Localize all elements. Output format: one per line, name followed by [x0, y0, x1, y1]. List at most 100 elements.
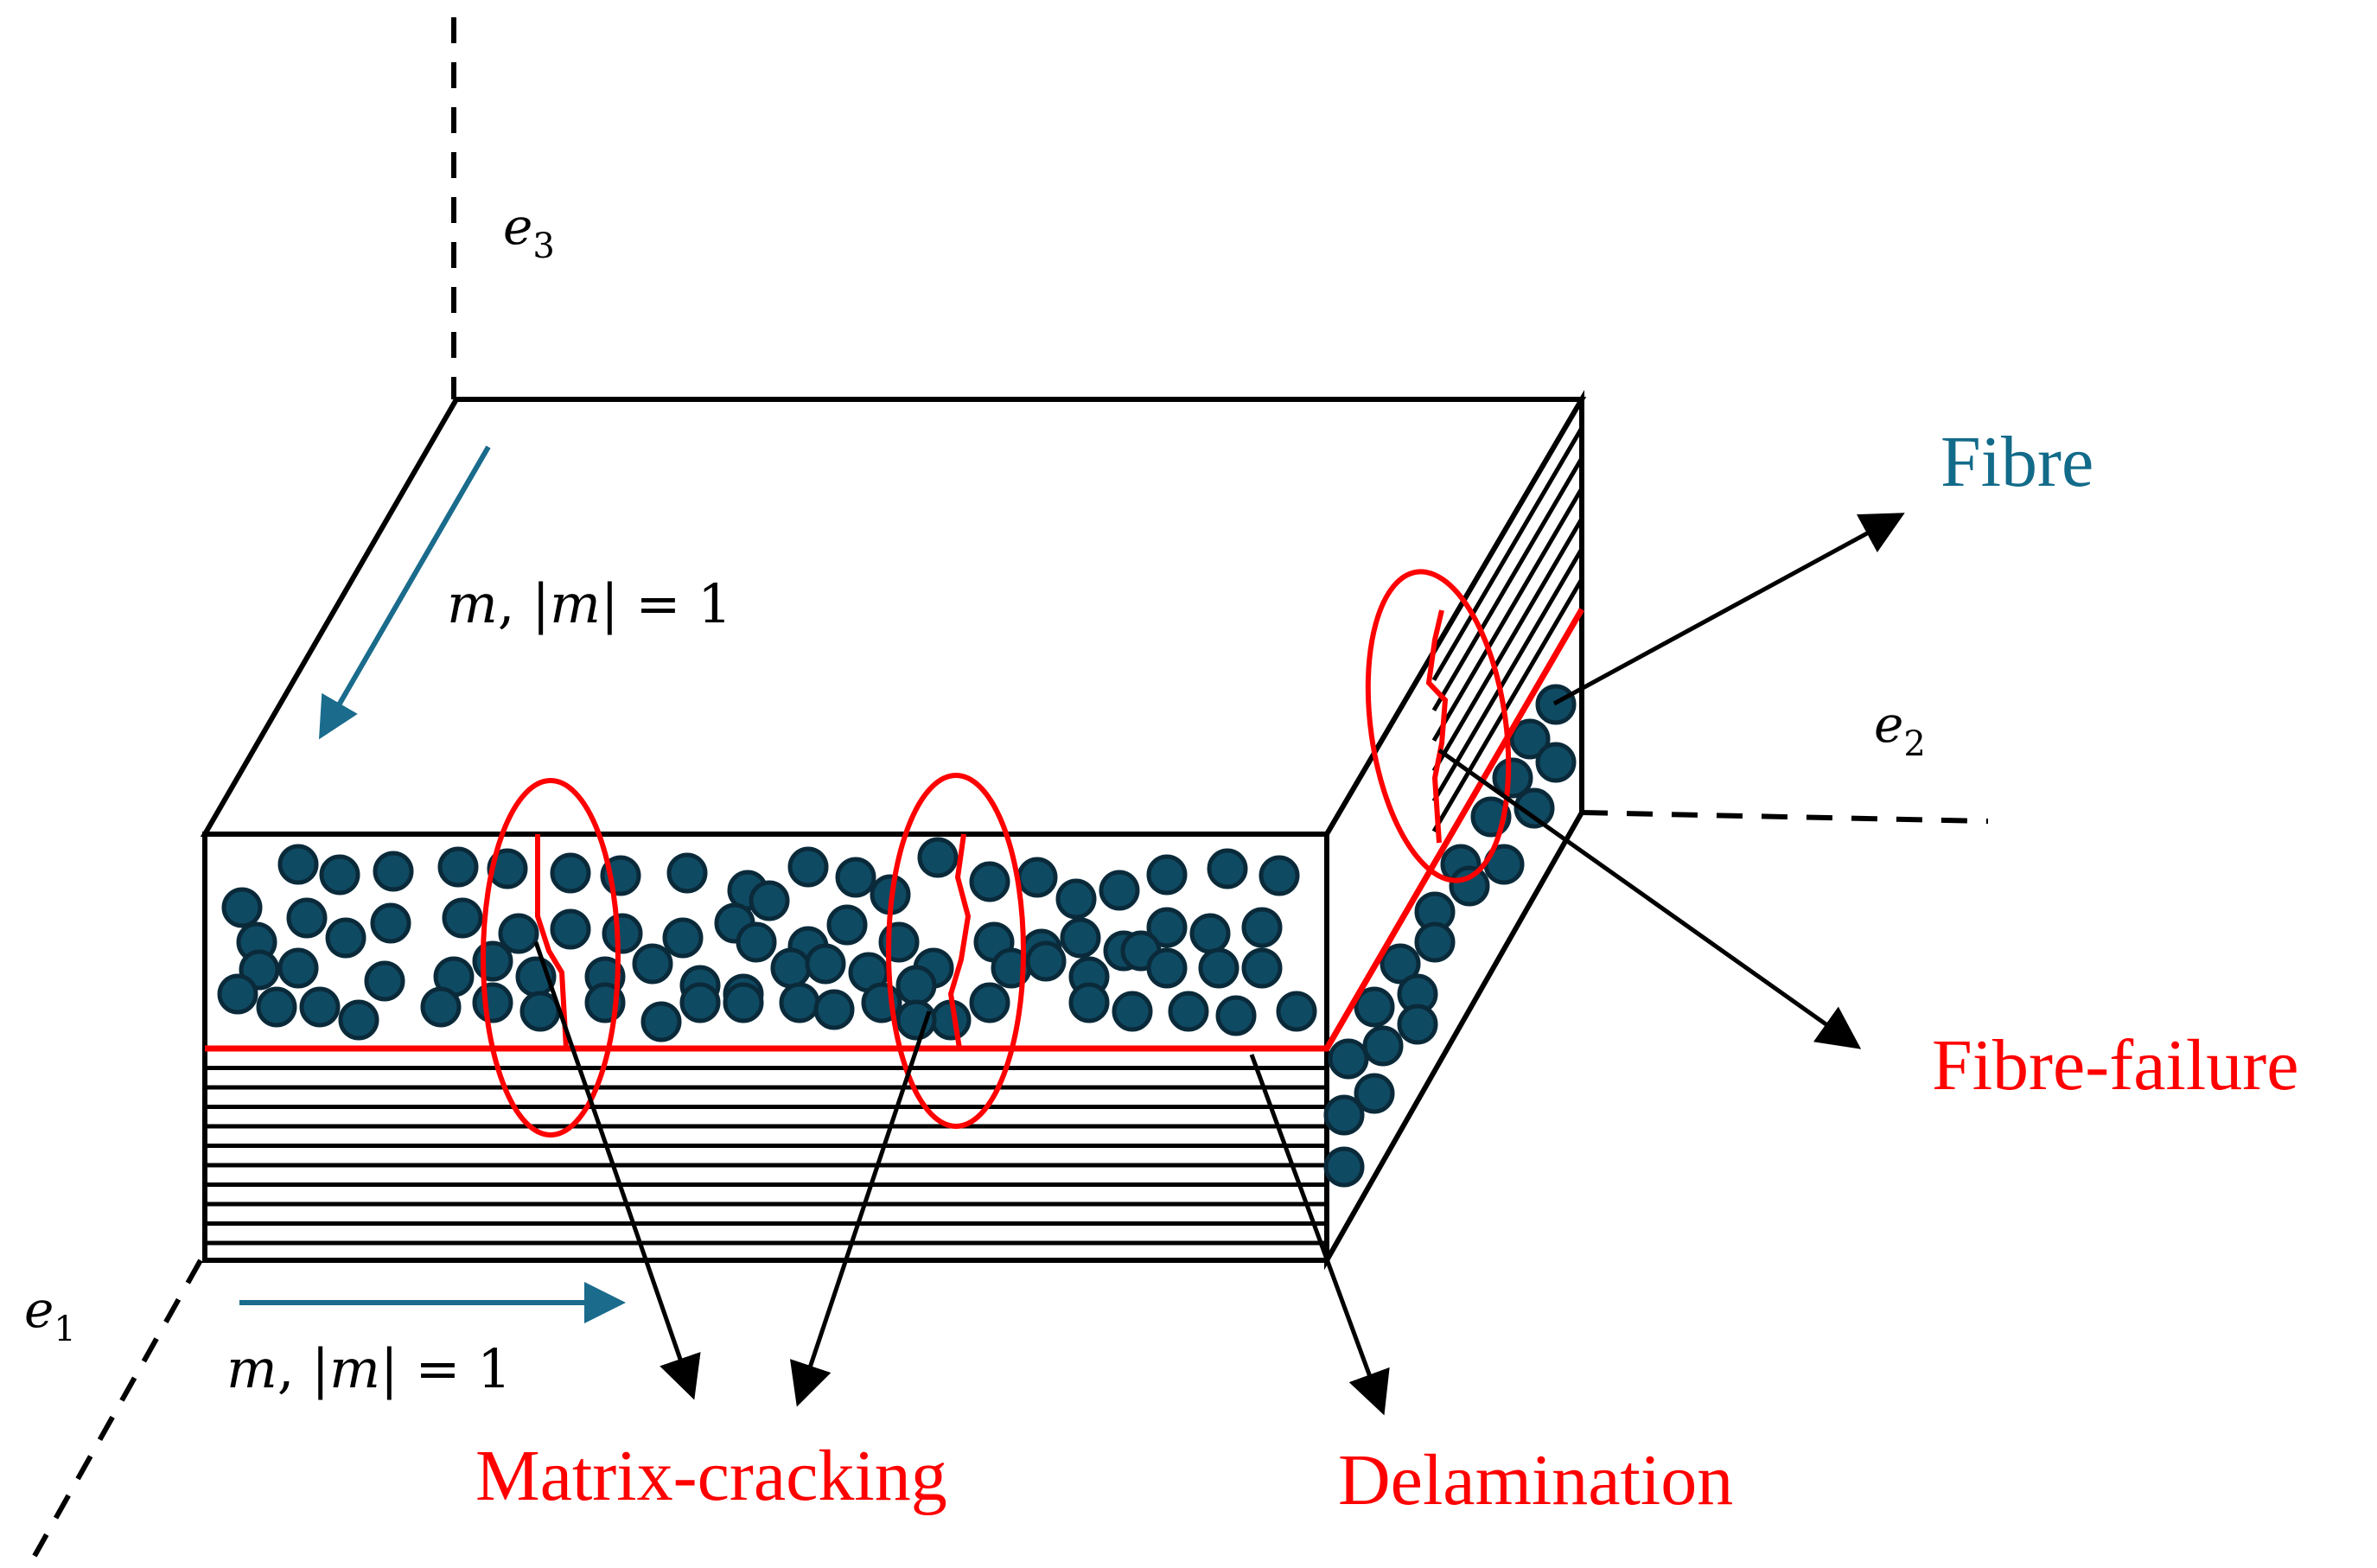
- matrix-crack-1-ellipse: [481, 778, 621, 1138]
- fibre-circle-front: [662, 917, 704, 959]
- e3-label: e3: [503, 197, 555, 266]
- fibre-circle-side: [1449, 865, 1490, 907]
- fibre-circle-front: [1016, 857, 1058, 898]
- fibre-circle-front: [787, 846, 829, 888]
- fibre-circle-front: [1025, 940, 1067, 982]
- matrix-cracking-label: Matrix-cracking: [475, 1436, 947, 1516]
- fibre-arrow: [1552, 513, 1905, 706]
- fibre-circle-front: [826, 904, 868, 946]
- fibre-circle-front: [813, 989, 855, 1030]
- fibre-circle-side: [1328, 1038, 1369, 1080]
- fibre-circle-side: [1509, 718, 1551, 760]
- fibre-circle-front: [1276, 991, 1317, 1032]
- fibre-circle-front: [420, 986, 462, 1028]
- side-ply-lines: [1431, 426, 1584, 833]
- fibre-circle-front: [498, 913, 539, 954]
- fibre-circle-front: [1099, 870, 1140, 911]
- fibre-circle-front: [277, 947, 319, 989]
- fibre-circle-front: [550, 852, 591, 894]
- fibre-circle-front: [969, 982, 1010, 1023]
- fibre-circle-front: [749, 880, 790, 921]
- fibre-circle-side: [1354, 986, 1395, 1028]
- fibre-circle-front: [1259, 855, 1300, 896]
- fibre-circle-front: [364, 960, 405, 1002]
- fibre-circle-front: [1198, 947, 1239, 989]
- fibre-circle-front: [1146, 947, 1188, 989]
- fibre-circle-front: [370, 902, 411, 944]
- fibre-circle-front: [550, 908, 591, 950]
- fibre-failure-path: [1425, 609, 1449, 844]
- e1-axis-line: [32, 1259, 203, 1558]
- side-ply-line: [1431, 517, 1584, 773]
- fibre-circle-side: [1514, 787, 1555, 829]
- fibre-circle-side: [1362, 1025, 1404, 1067]
- fibre-failure-label: Fibre-failure: [1932, 1025, 2298, 1106]
- fibre-circle-front: [487, 848, 528, 889]
- fibre-circle-front: [472, 940, 513, 982]
- fibre-label: Fibre: [1940, 422, 2093, 502]
- fibre-circle-front: [338, 999, 379, 1041]
- fibre-circle-side: [1323, 1146, 1365, 1188]
- fibre-circle-front: [969, 861, 1010, 902]
- fibre-circle-front: [1241, 907, 1283, 948]
- side-ply-line: [1431, 426, 1584, 682]
- e2-axis-line: [1581, 810, 1989, 824]
- front-direction-label: m, |m| = 1: [226, 1337, 512, 1400]
- fibre-circle-side: [1380, 943, 1421, 985]
- fibre-circle-front: [805, 943, 846, 985]
- fibre-circle-front: [1146, 854, 1188, 896]
- fibre-circle-front: [640, 1001, 682, 1042]
- fibre-circle-front: [770, 947, 812, 989]
- front-ply-lines: [205, 1066, 1327, 1246]
- fibre-circle-front: [221, 887, 263, 928]
- fibre-circle-front: [217, 973, 258, 1015]
- fibre-circle-front: [1060, 917, 1101, 959]
- fibre-failure-arrow: [1437, 748, 1862, 1049]
- top-direction-label: m, |m| = 1: [447, 572, 732, 635]
- fibre-circle-front: [1241, 947, 1283, 989]
- fibre-circle-front: [442, 897, 483, 939]
- side-ply-line: [1431, 456, 1584, 712]
- fibre-circle-front: [917, 837, 959, 878]
- fibre-circle-front: [1112, 991, 1153, 1032]
- matrix-crack-2-path: [947, 833, 972, 1049]
- fibre-circle-front: [895, 999, 937, 1041]
- fibre-circle-front: [666, 852, 708, 894]
- fibre-circle-front: [1055, 878, 1097, 920]
- fibre-failure-ellipse: [1365, 569, 1512, 883]
- fibre-circle-side: [1492, 757, 1533, 799]
- fibre-circle-front: [373, 851, 414, 892]
- side-ply-line: [1431, 547, 1584, 803]
- fibre-circle-front: [286, 897, 328, 939]
- matrix-arrow-2: [789, 1010, 932, 1407]
- fibre-circle-front: [723, 982, 764, 1023]
- fibre-circle-front: [895, 965, 937, 1006]
- matrix-crack-2: [886, 773, 1026, 1129]
- fibre-circle-front: [519, 991, 561, 1032]
- fibre-circle-side: [1535, 742, 1577, 783]
- fibre-circle-front: [299, 986, 341, 1028]
- fibre-circle-front: [319, 854, 360, 896]
- fibre-circle-front: [325, 917, 366, 959]
- fibre-circle-side: [1354, 1073, 1395, 1114]
- coordinate-axes: [32, 17, 1989, 1558]
- e2-label: e2: [1874, 695, 1926, 764]
- fibre-circle-front: [1168, 991, 1209, 1032]
- fibre-circle-front: [1215, 995, 1257, 1036]
- fibre-circle-front: [736, 921, 777, 963]
- fibre-circle-side: [1414, 921, 1456, 963]
- matrix-arrow-1: [533, 941, 701, 1400]
- side-ply-line: [1431, 577, 1584, 833]
- delamination-line: [205, 608, 1585, 1052]
- fibre-circle-front: [1189, 913, 1231, 954]
- fibre-circle-front: [277, 844, 319, 885]
- delamination-label: Delamination: [1338, 1440, 1733, 1520]
- matrix-crack-2-ellipse: [886, 773, 1026, 1129]
- matrix-crack-1-path: [535, 834, 569, 1049]
- side-ply-line: [1431, 487, 1584, 743]
- fibre-circle-front: [679, 982, 721, 1023]
- fibre-circle-side: [1397, 1004, 1438, 1045]
- fibre-cross-sections: [217, 684, 1577, 1188]
- fibre-circle-front: [632, 943, 673, 985]
